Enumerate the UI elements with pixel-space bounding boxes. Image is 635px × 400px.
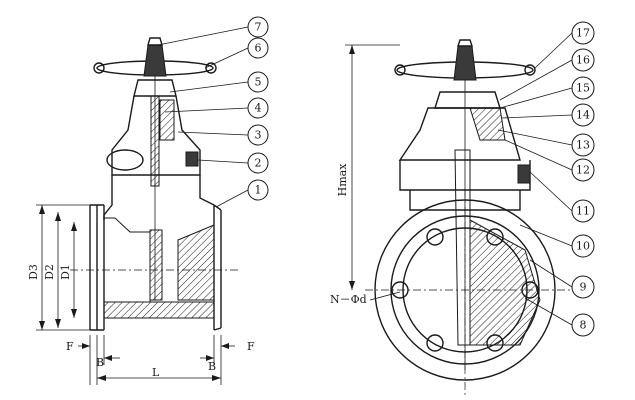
callout-14: 14 (571, 103, 595, 127)
callout-7: 7 (247, 16, 269, 38)
label-d1: D1 (59, 264, 72, 280)
svg-text:10: 10 (576, 240, 590, 253)
callout-16: 16 (571, 48, 595, 72)
callout-17: 17 (571, 21, 595, 45)
svg-text:11: 11 (576, 205, 590, 218)
svg-text:16: 16 (576, 54, 590, 67)
svg-text:6: 6 (255, 42, 262, 55)
callout-9: 9 (571, 275, 595, 299)
label-bolt-holes: N－Φd (330, 293, 367, 306)
callout-8: 8 (571, 313, 595, 337)
dimension-labels: D3 D2 D1 F B L B F Hmax N－Φd (27, 163, 367, 379)
callout-11: 11 (571, 199, 595, 223)
svg-text:17: 17 (576, 27, 590, 40)
svg-text:12: 12 (576, 164, 590, 177)
front-section-view (365, 39, 570, 395)
svg-text:8: 8 (580, 319, 587, 332)
svg-text:2: 2 (255, 157, 262, 170)
callout-2: 2 (247, 152, 269, 174)
label-f-right: F (247, 340, 255, 353)
callout-5: 5 (247, 71, 269, 93)
callout-1: 1 (247, 179, 269, 201)
callout-3: 3 (247, 124, 269, 146)
svg-text:13: 13 (576, 139, 590, 152)
svg-text:7: 7 (255, 21, 262, 34)
callout-10: 10 (571, 234, 595, 258)
svg-text:9: 9 (580, 281, 587, 294)
callout-12: 12 (571, 158, 595, 182)
label-b-left: B (96, 356, 104, 369)
svg-text:4: 4 (255, 102, 262, 115)
label-d2: D2 (43, 264, 56, 280)
svg-text:5: 5 (255, 76, 262, 89)
side-section-view (70, 37, 240, 331)
label-f-left: F (66, 340, 74, 353)
svg-text:14: 14 (576, 109, 590, 122)
svg-text:3: 3 (255, 129, 262, 142)
svg-text:15: 15 (576, 82, 590, 95)
handwheel-right (394, 39, 536, 81)
part-callouts: 7 6 5 4 3 2 1 17 16 15 14 13 12 11 10 9 … (157, 16, 595, 337)
svg-text:1: 1 (255, 184, 262, 197)
callout-6: 6 (247, 37, 269, 59)
callout-4: 4 (247, 97, 269, 119)
callout-15: 15 (571, 76, 595, 100)
callout-13: 13 (571, 133, 595, 157)
label-hmax: Hmax (336, 163, 349, 197)
handwheel-left (93, 37, 217, 77)
dimension-lines (36, 44, 401, 385)
label-d3: D3 (27, 264, 40, 280)
label-l: L (152, 366, 160, 379)
label-b-right: B (208, 360, 216, 373)
